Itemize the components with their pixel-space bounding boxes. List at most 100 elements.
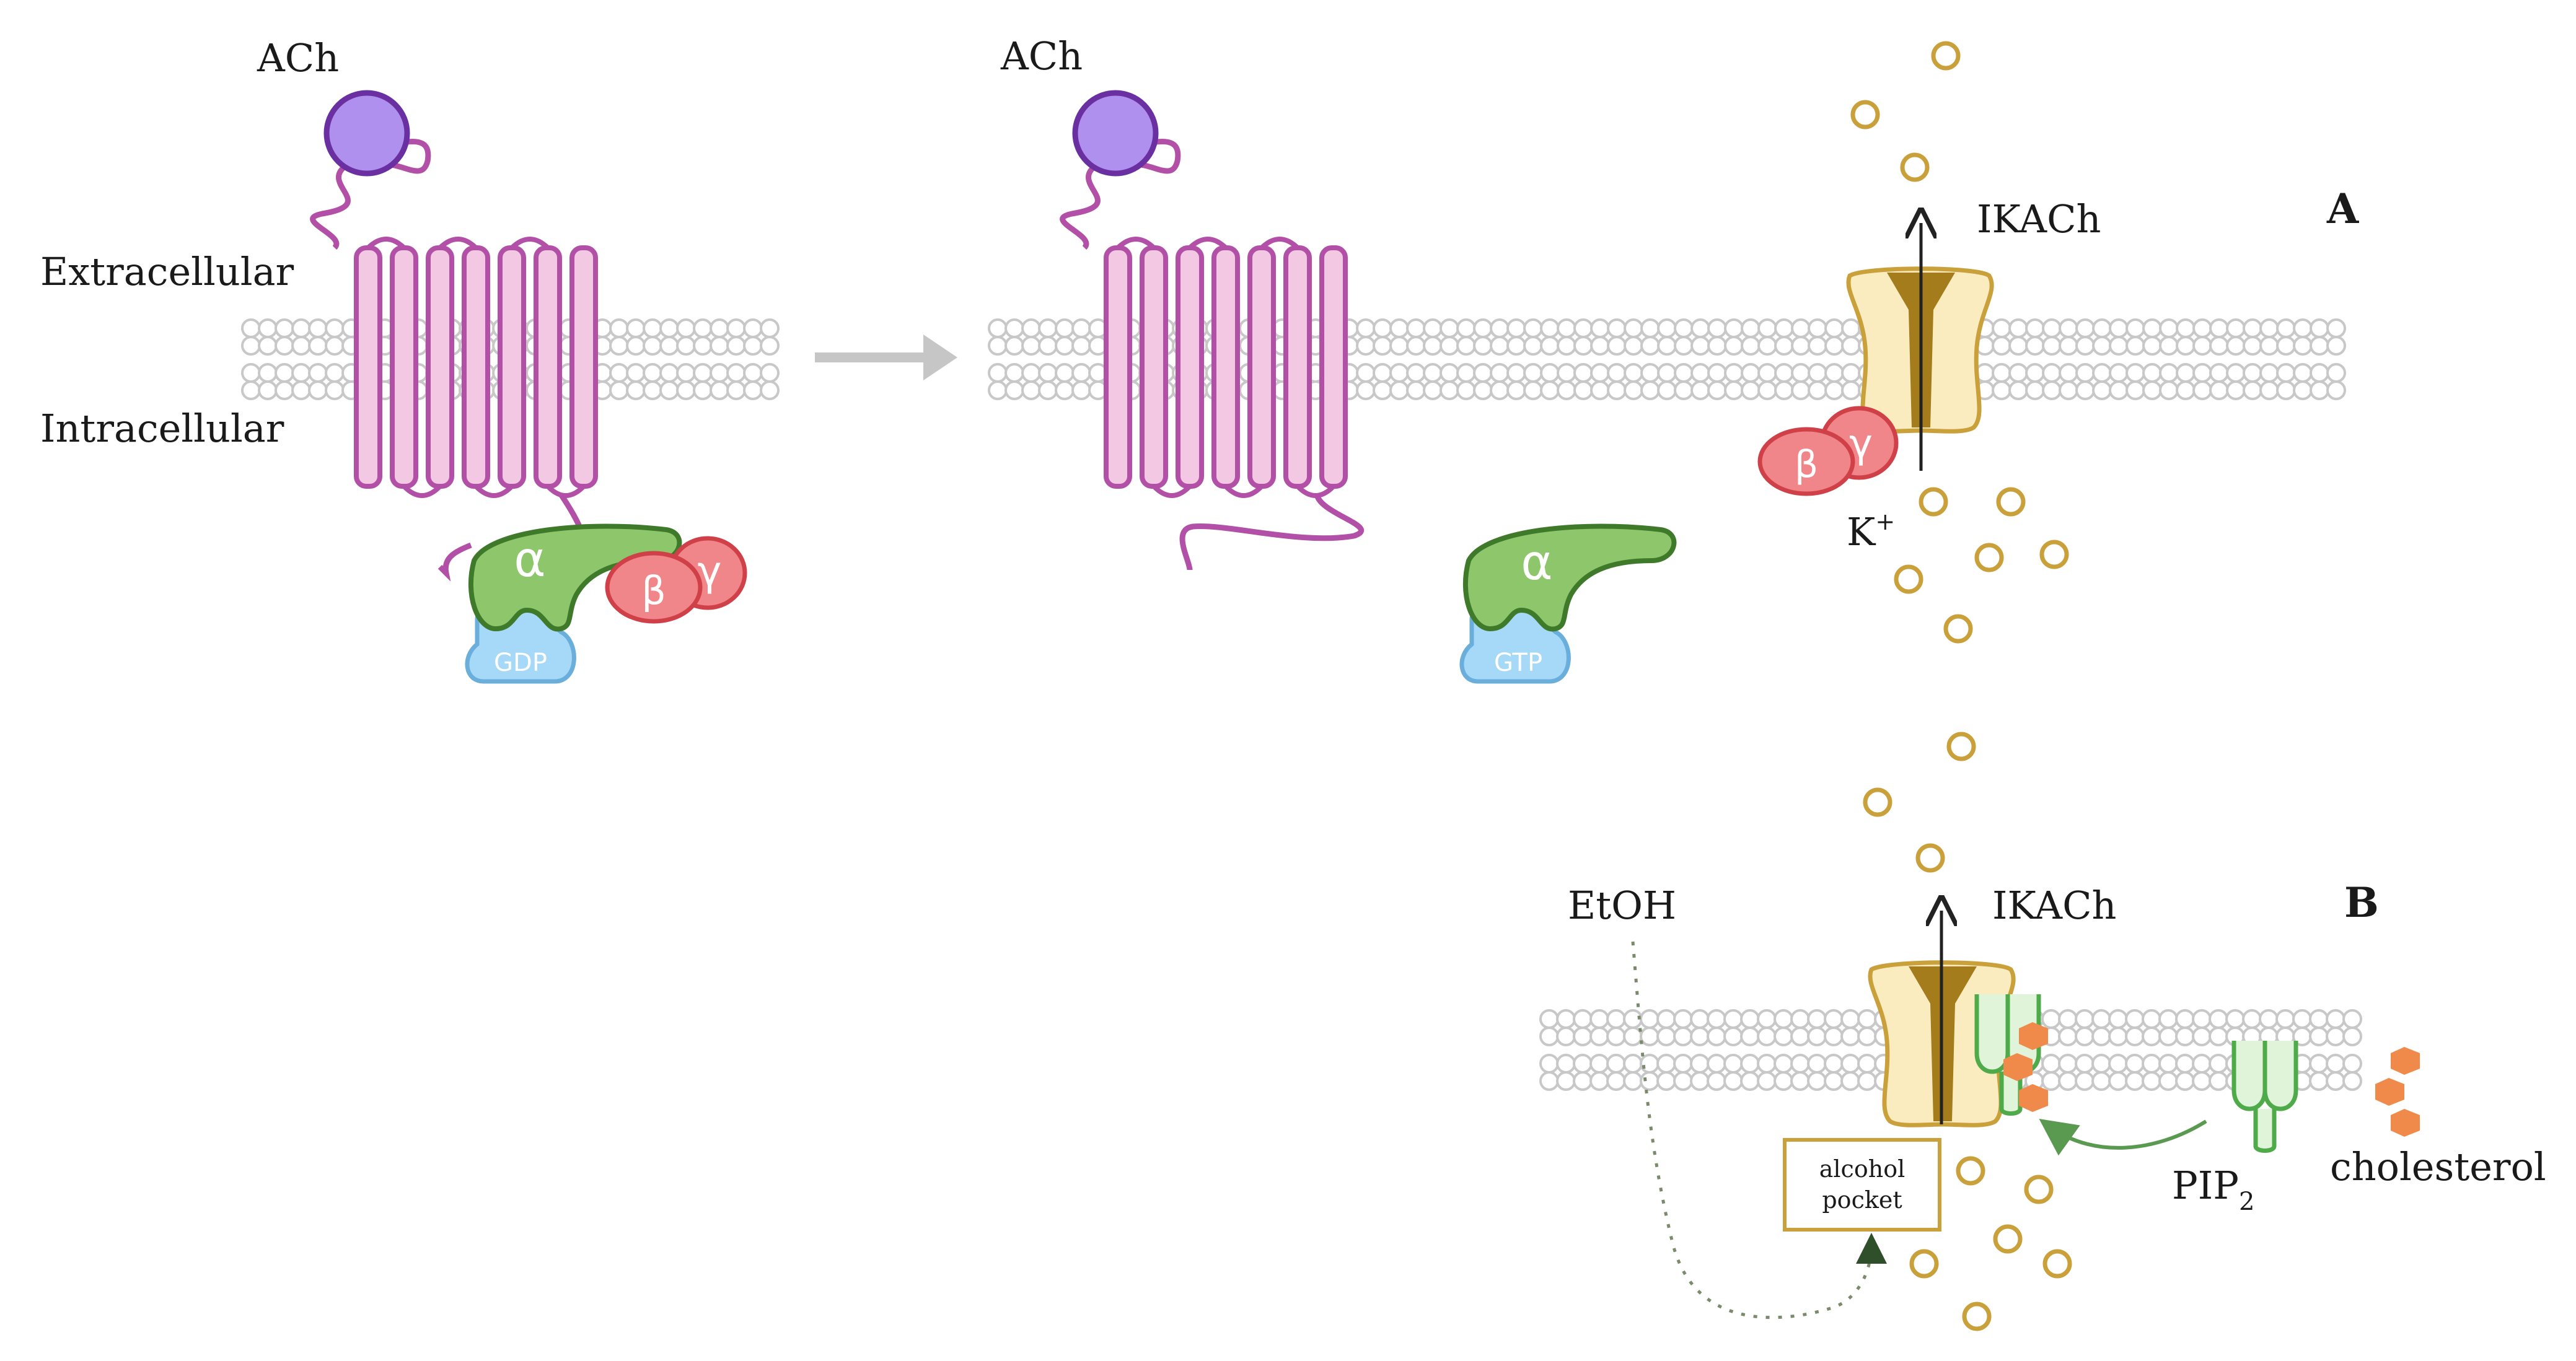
potassium-ion — [2024, 1175, 2054, 1204]
lipid-head — [1640, 380, 1660, 400]
potassium-ion — [1894, 564, 1923, 594]
lipid-head — [2276, 380, 2296, 400]
transmembrane-helix — [390, 245, 418, 489]
lipid-head — [1840, 1054, 1860, 1074]
lipid-head — [2025, 380, 2045, 400]
lipid-head — [2041, 1054, 2061, 1074]
lipid-head — [1774, 1071, 1793, 1091]
lipid-head — [2192, 363, 2212, 383]
m2-receptor-active — [1104, 237, 1348, 498]
lipid-head — [1640, 1009, 1659, 1029]
lipid-head — [760, 336, 780, 356]
lipid-head — [1857, 1026, 1877, 1046]
lipid-head — [1656, 1026, 1676, 1046]
lipid-head — [1724, 380, 1744, 400]
lipid-head — [308, 318, 328, 338]
k-ion-charge: + — [1875, 508, 1895, 535]
transmembrane-helix — [1104, 245, 1132, 489]
lipid-head — [2125, 336, 2145, 356]
transmembrane-helix — [1211, 245, 1240, 489]
lipid-head — [1573, 1071, 1593, 1091]
g-protein-inactive: α β γ GDP — [437, 492, 747, 684]
lipid-head — [1824, 1026, 1844, 1046]
lipid-head — [1004, 363, 1024, 383]
alpha-label-left: α — [514, 532, 545, 588]
lipid-head — [1808, 380, 1827, 400]
cholesterol-label: cholesterol — [2330, 1144, 2546, 1189]
lipid-head — [275, 336, 294, 356]
lipid-head — [2109, 336, 2129, 356]
lipid-head — [1456, 318, 1476, 338]
lipid-head — [2125, 1071, 2145, 1091]
cholesterol-free-icon — [2375, 1047, 2420, 1137]
lipid-head — [1590, 380, 1610, 400]
lipid-head — [1606, 1071, 1626, 1091]
lipid-head — [676, 380, 696, 400]
lipid-head — [1674, 380, 1694, 400]
lipid-head — [1774, 380, 1794, 400]
lipid-head — [2042, 380, 2062, 400]
lipid-head — [2276, 318, 2296, 338]
lipid-head — [2109, 318, 2129, 338]
lipid-head — [1557, 363, 1576, 383]
lipid-head — [2059, 336, 2078, 356]
lipid-head — [743, 318, 763, 338]
pip2-binding-arrow — [2039, 1119, 2207, 1156]
lipid-head — [1440, 380, 1459, 400]
potassium-ion — [1900, 152, 1930, 182]
lipid-head — [1740, 1026, 1760, 1046]
panel-label-a: A — [2326, 185, 2359, 233]
lipid-head — [275, 318, 294, 338]
lipid-head — [1539, 1054, 1559, 1074]
lipid-head — [2158, 1009, 2178, 1029]
lipid-head — [1724, 336, 1744, 356]
lipid-head — [2259, 336, 2279, 356]
lipid-head — [988, 363, 1008, 383]
lipid-head — [2209, 1071, 2228, 1091]
lipid-head — [743, 380, 763, 400]
gtp-label: GTP — [1494, 649, 1542, 677]
lipid-head — [2075, 380, 2095, 400]
lipid-head — [2025, 336, 2045, 356]
transmembrane-helix — [1140, 245, 1168, 489]
lipid-head — [2109, 380, 2129, 400]
lipid-head — [1607, 380, 1627, 400]
lipid-head — [2242, 1009, 2262, 1029]
lipid-head — [659, 336, 679, 356]
lipid-head — [2342, 1009, 2362, 1029]
lipid-head — [743, 363, 763, 383]
lipid-head — [1590, 363, 1610, 383]
beta-label-right: β — [1795, 443, 1818, 486]
lipid-head — [1606, 1026, 1626, 1046]
lipid-head — [1690, 363, 1710, 383]
lipid-head — [2142, 380, 2162, 400]
lipid-head — [1656, 1071, 1676, 1091]
lipid-head — [2326, 1026, 2345, 1046]
lipid-head — [1740, 1071, 1760, 1091]
helix-loop — [1188, 237, 1228, 250]
lipid-head — [2092, 363, 2112, 383]
lipid-head — [2125, 380, 2145, 400]
lipid-head — [1523, 380, 1543, 400]
lipid-head — [1356, 336, 1376, 356]
lipid-head — [1707, 1009, 1726, 1029]
lipid-head — [1623, 1071, 1643, 1091]
lipid-head — [1490, 336, 1510, 356]
lipid-head — [1790, 1054, 1810, 1074]
lipid-head — [693, 318, 713, 338]
lipid-head — [726, 318, 746, 338]
transmembrane-helix — [1176, 245, 1204, 489]
lipid-head — [1757, 1054, 1777, 1074]
lipid-head — [1389, 336, 1409, 356]
lipid-head — [1790, 1071, 1810, 1091]
lipid-head — [1807, 1054, 1827, 1074]
lipid-head — [2192, 1009, 2212, 1029]
lipid-head — [1992, 318, 2011, 338]
lipid-head — [1573, 363, 1593, 383]
lipid-head — [626, 363, 646, 383]
alcohol-pocket-box: alcohol pocket — [1783, 1138, 1941, 1232]
lipid-head — [1656, 1054, 1676, 1074]
lipid-head — [1807, 1026, 1827, 1046]
lipid-head — [2176, 380, 2196, 400]
lipid-head — [1824, 1071, 1844, 1091]
